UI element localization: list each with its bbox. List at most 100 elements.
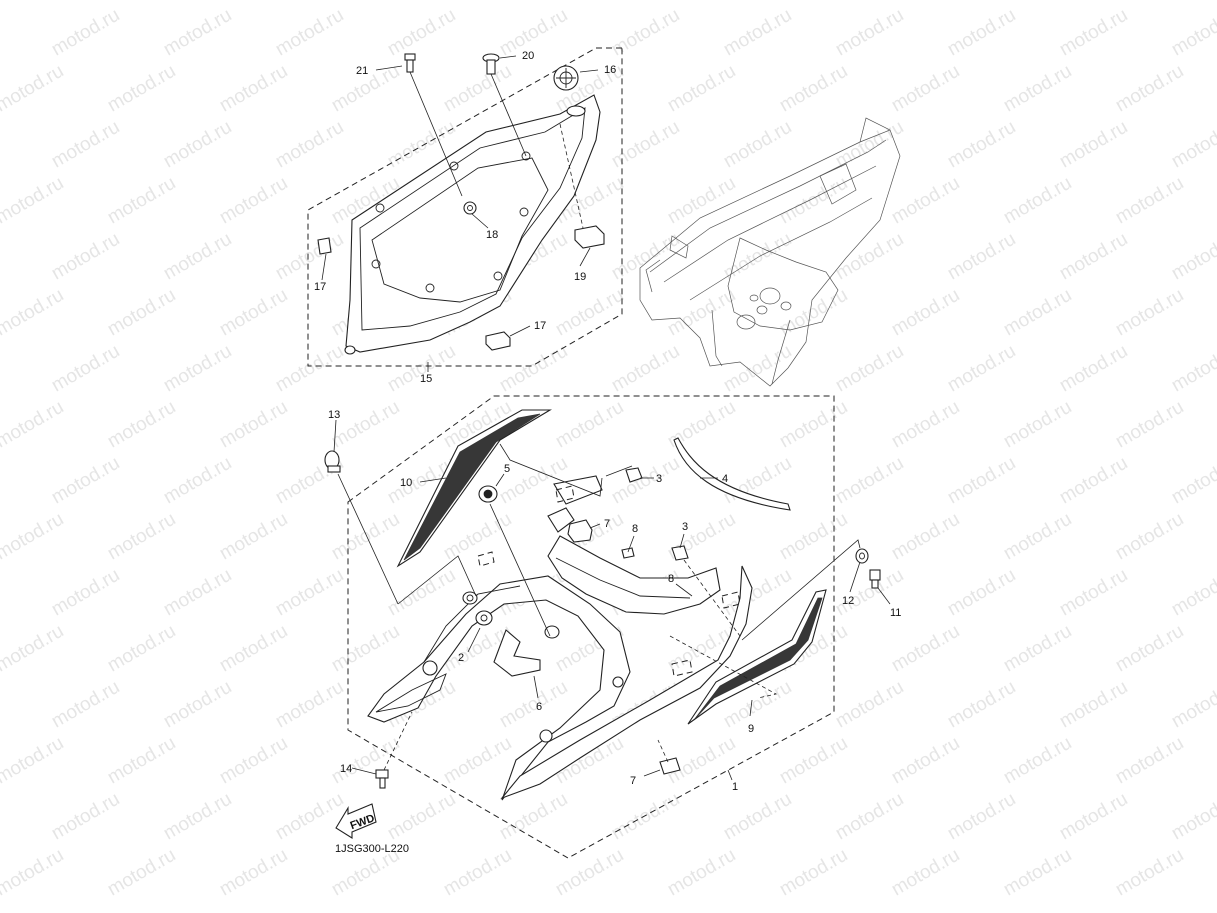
watermark-text: motod.ru: [216, 733, 291, 789]
watermark-text: motod.ru: [1112, 285, 1187, 341]
watermark-text: motod.ru: [776, 733, 851, 789]
watermark-text: motod.ru: [552, 285, 627, 341]
watermark-text: motod.ru: [944, 453, 1019, 509]
leader-bolt-11-path: [741, 539, 861, 641]
watermark-text: motod.ru: [888, 509, 963, 565]
watermark-text: motod.ru: [944, 677, 1019, 733]
watermark-text: motod.ru: [0, 397, 67, 453]
watermark-text: motod.ru: [1056, 341, 1131, 397]
watermark-text: motod.ru: [944, 789, 1019, 845]
decal-10: [396, 409, 552, 568]
watermark-text: motod.ru: [384, 565, 459, 621]
watermark-text: motod.ru: [104, 509, 179, 565]
rear-tail-cover: [500, 565, 753, 800]
callout-18: 18: [486, 229, 498, 241]
callout-14: 14: [340, 763, 352, 775]
watermark-text: motod.ru: [1000, 621, 1075, 677]
watermark-text: motod.ru: [104, 173, 179, 229]
bolt-13: [324, 450, 399, 605]
grommet-5: [478, 485, 498, 503]
watermark-text: motod.ru: [832, 677, 907, 733]
callout-13: 13: [328, 409, 340, 421]
watermark-text: motod.ru: [1112, 61, 1187, 117]
watermark-text: motod.ru: [1000, 733, 1075, 789]
damper-17-lower: [485, 331, 511, 351]
callout-6: 6: [536, 701, 542, 713]
decal-9-dark-stripe: [693, 597, 823, 721]
assembly-boundary-1: [347, 395, 835, 859]
watermark-text: motod.ru: [160, 117, 235, 173]
watermark-text: motod.ru: [888, 733, 963, 789]
watermark-text: motod.ru: [216, 621, 291, 677]
watermark-text: motod.ru: [1000, 845, 1075, 901]
bolt-11: [869, 569, 881, 589]
watermark-text: motod.ru: [720, 117, 795, 173]
watermark-text: motod.ru: [888, 173, 963, 229]
seat-frame-boss-3: [375, 203, 385, 213]
watermark-text: motod.ru: [1112, 733, 1187, 789]
washer-2b: [462, 591, 478, 605]
watermark-text: motod.ru: [104, 285, 179, 341]
watermark-text: motod.ru: [1168, 117, 1217, 173]
hidden-tab-1: [477, 551, 495, 567]
decal-10-dark-stripe: [403, 413, 541, 561]
watermark-text: motod.ru: [160, 789, 235, 845]
diagram-code: 1JSG300-L220: [335, 843, 409, 855]
watermark-text: motod.ru: [888, 397, 963, 453]
callout-15: 15: [420, 373, 432, 385]
watermark-text: motod.ru: [48, 341, 123, 397]
watermark-text: motod.ru: [496, 677, 571, 733]
watermark-text: motod.ru: [664, 845, 739, 901]
watermark-text: motod.ru: [776, 61, 851, 117]
watermark-text: motod.ru: [272, 789, 347, 845]
watermark-text: motod.ru: [832, 229, 907, 285]
watermark-text: motod.ru: [776, 509, 851, 565]
seat-frame-boss-2: [521, 151, 531, 161]
seat-frame-opening: [371, 157, 549, 303]
watermark-text: motod.ru: [440, 61, 515, 117]
watermark-text: motod.ru: [0, 173, 67, 229]
seal-strip-4: [673, 437, 791, 511]
watermark-text: motod.ru: [720, 229, 795, 285]
grommet-16: [553, 65, 579, 91]
watermark-text: motod.ru: [328, 621, 403, 677]
hidden-tab-2: [555, 485, 575, 503]
inner-rail-cover: [547, 535, 721, 615]
side-cover-contour-1: [423, 585, 521, 663]
watermark-text: motod.ru: [888, 285, 963, 341]
watermark-text: motod.ru: [0, 509, 67, 565]
callout-1: 1: [732, 781, 738, 793]
watermark-text: motod.ru: [1056, 229, 1131, 285]
leader-hidden-2: [683, 559, 741, 637]
watermark-text: motod.ru: [552, 845, 627, 901]
seat-frame-boss-7: [519, 207, 529, 217]
washer-18: [463, 201, 477, 215]
watermark-text: motod.ru: [160, 229, 235, 285]
seat-frame-boss-5: [425, 283, 435, 293]
watermark-text: motod.ru: [664, 173, 739, 229]
damper-17-left: [317, 237, 332, 255]
watermark-text: motod.ru: [272, 341, 347, 397]
clip-8-upper: [621, 547, 635, 559]
watermark-text: motod.ru: [440, 509, 515, 565]
callout-11: 11: [890, 607, 901, 619]
watermark-text: motod.ru: [832, 789, 907, 845]
watermark-text: motod.ru: [48, 229, 123, 285]
watermark-text: motod.ru: [272, 117, 347, 173]
seat-assembly-group: [307, 47, 623, 367]
watermark-text: motod.ru: [216, 173, 291, 229]
side-cover-group: [324, 395, 881, 859]
screw-20: [482, 53, 527, 157]
damper-7-upper: [567, 519, 593, 543]
seat-frame-hole: [566, 105, 586, 117]
callout-7-upper: 7: [604, 518, 610, 530]
watermark-text: motod.ru: [944, 5, 1019, 61]
damper-7-lower: [659, 757, 681, 775]
watermark-text: motod.ru: [1056, 677, 1131, 733]
watermark-text: motod.ru: [1112, 845, 1187, 901]
watermark-text: motod.ru: [832, 453, 907, 509]
watermark-text: motod.ru: [1000, 509, 1075, 565]
leader-damper-7-lower: [657, 739, 669, 763]
watermark-text: motod.ru: [1000, 61, 1075, 117]
